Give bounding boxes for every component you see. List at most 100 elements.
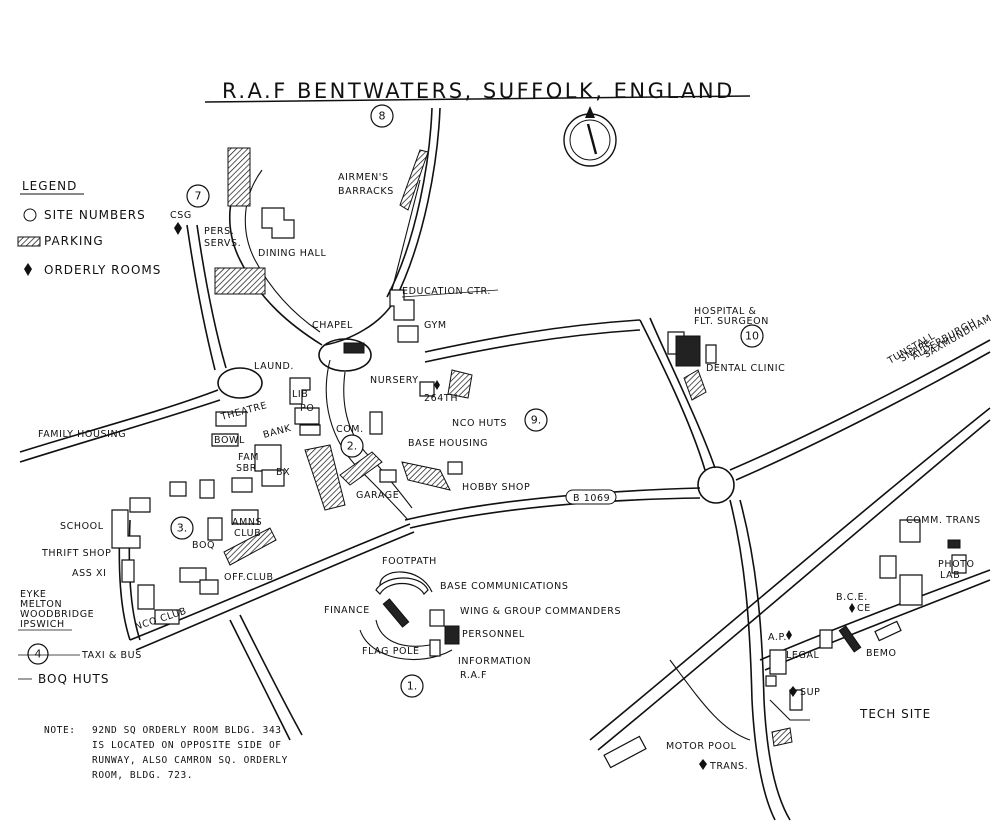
label-bank: BANK: [262, 423, 293, 441]
parking-legend-icon: [17, 236, 41, 247]
parking-lot: [339, 451, 383, 486]
label-amns: AMNS: [232, 517, 262, 528]
label-fam: FAM: [238, 452, 259, 463]
label-ap: A.P.: [768, 632, 787, 643]
label-comm-trans: COMM. TRANS: [906, 515, 981, 526]
note-line-2: IS LOCATED ON OPPOSITE SIDE OF: [92, 740, 282, 751]
parking-lot: [227, 147, 251, 207]
legend-site-numbers: SITE NUMBERS: [44, 208, 146, 222]
orderly-room-building: [382, 598, 410, 628]
label-lib: LIB: [292, 389, 308, 400]
site-number: 7: [195, 190, 202, 203]
label-base-housing: BASE HOUSING: [408, 438, 488, 449]
label-information: INFORMATION: [458, 656, 531, 667]
orderly-room-icon: [789, 686, 797, 697]
road-shield-b1069: B 1069: [565, 489, 617, 505]
orderly-room-building: [947, 539, 961, 549]
label-boq-huts: BOQ HUTS: [38, 672, 109, 686]
place-labels: AIRMEN'S BARRACKS CSG PERS. SERVS. DININ…: [18, 172, 994, 772]
north-arrow-icon: [563, 106, 617, 167]
label-off-club: OFF.CLUB: [224, 572, 274, 583]
label-melton: MELTON: [20, 599, 62, 610]
label-boq: BOQ: [192, 540, 215, 551]
note-prefix: NOTE:: [44, 725, 76, 736]
parking-lot: [223, 527, 277, 566]
label-po: PO: [300, 403, 314, 414]
label-ipswich: IPSWICH: [20, 619, 65, 630]
parking-lot: [447, 369, 473, 399]
title-underline: [204, 95, 751, 103]
label-flag-pole: FLAG POLE: [362, 646, 420, 657]
label-dining-hall: DINING HALL: [258, 248, 326, 259]
note-line-3: RUNWAY, ALSO CAMRON SQ. ORDERLY: [92, 755, 288, 766]
label-taxi-bus: TAXI & BUS: [81, 650, 142, 661]
legend-orderly-rooms: ORDERLY ROOMS: [44, 263, 161, 277]
road-network: [19, 107, 991, 821]
orderly-room-building: [343, 342, 365, 354]
label-ass-xi: ASS XI: [72, 568, 107, 579]
orderly-room-icon: [699, 759, 707, 770]
buildings: [111, 147, 967, 769]
note-line-1: 92ND SQ ORDERLY ROOM BLDG. 343: [92, 725, 282, 736]
label-family-housing: FAMILY HOUSING: [38, 429, 126, 440]
label-nco-huts: NCO HUTS: [452, 418, 507, 429]
label-chapel: CHAPEL: [312, 320, 353, 331]
site-number-markers: 8 7 9. 2. 3. 10 1. 4: [27, 104, 764, 698]
parking-lot: [683, 369, 707, 401]
label-finance: FINANCE: [324, 605, 370, 616]
orderly-room-icon: [849, 603, 855, 613]
label-education-ctr: EDUCATION CTR.: [402, 286, 491, 297]
label-airmens-barracks: AIRMEN'S: [338, 172, 389, 183]
parking-lot: [399, 149, 429, 211]
label-b1069: B 1069: [573, 493, 610, 504]
label-personnel: PERSONNEL: [462, 629, 525, 640]
label-bowl: BOWL: [214, 435, 245, 446]
label-base-communications: BASE COMMUNICATIONS: [440, 581, 568, 592]
label-photo: PHOTO: [938, 559, 975, 570]
label-sup: SUP: [800, 687, 821, 698]
legend-parking: PARKING: [44, 234, 104, 248]
label-woodbridge: WOODBRIDGE: [20, 609, 94, 620]
orderly-room-markers: [174, 222, 855, 770]
label-tech-site: TECH SITE: [859, 707, 931, 721]
orderly-room-icon: [786, 630, 792, 640]
label-garage: GARAGE: [356, 490, 399, 501]
label-airmens-barracks-2: BARRACKS: [338, 186, 394, 197]
orderly-room-legend-icon: [24, 263, 32, 276]
site-number: 2.: [347, 440, 358, 453]
label-dental-clinic: DENTAL CLINIC: [706, 363, 785, 374]
legend-heading: LEGEND: [22, 179, 77, 193]
site-number: 8: [379, 110, 386, 123]
site-number-legend-icon: [23, 208, 37, 222]
label-ce: CE: [857, 603, 871, 614]
label-bx: BX: [276, 467, 290, 478]
orderly-room-icon: [434, 380, 440, 390]
label-sbr: SBR: [236, 463, 257, 474]
label-legal: LEGAL: [786, 650, 820, 661]
footnote: NOTE: 92ND SQ ORDERLY ROOM BLDG. 343 IS …: [44, 725, 288, 781]
label-hobby-shop: HOBBY SHOP: [462, 482, 530, 493]
site-number: 4: [35, 648, 42, 661]
site-number: 3.: [177, 522, 188, 535]
label-com: COM.: [336, 424, 364, 435]
label-club: CLUB: [234, 528, 261, 539]
label-thrift-shop: THRIFT SHOP: [41, 548, 111, 559]
parking-lot: [401, 461, 451, 491]
label-footpath: FOOTPATH: [382, 556, 437, 567]
parking-lot: [771, 727, 793, 747]
label-laund: LAUND.: [254, 361, 294, 372]
label-csg: CSG: [170, 210, 192, 221]
label-eyke: EYKE: [20, 589, 46, 600]
site-number: 10: [745, 330, 759, 343]
label-nursery: NURSERY: [370, 375, 419, 386]
label-flt-surgeon: FLT. SURGEON: [694, 316, 769, 327]
label-hospital: HOSPITAL &: [694, 306, 756, 317]
note-line-4: ROOM, BLDG. 723.: [92, 770, 193, 781]
label-gym: GYM: [424, 320, 447, 331]
label-bemo: BEMO: [866, 648, 897, 659]
label-trans: TRANS.: [709, 761, 748, 772]
label-school: SCHOOL: [60, 521, 104, 532]
parking-lot: [304, 444, 346, 511]
orderly-room-building: [444, 625, 460, 645]
